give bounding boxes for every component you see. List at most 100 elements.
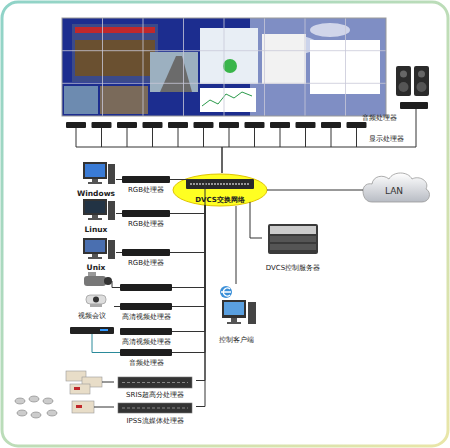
- pc-screen: [85, 240, 105, 252]
- node-label: 显示处理器: [369, 135, 404, 143]
- vehicle-image: [100, 86, 148, 114]
- network-link: [114, 306, 120, 307]
- conference-camera: [86, 295, 106, 304]
- pc-tower: [108, 240, 115, 259]
- display-processor: [194, 122, 214, 128]
- dvd-light: [100, 329, 108, 331]
- node-label: 音频处理器: [129, 359, 164, 367]
- processor-icon: [122, 210, 170, 217]
- proc-node: RGB处理器: [122, 248, 170, 267]
- switch-node: DVCS交换网络: [172, 172, 268, 208]
- network-link: [172, 205, 205, 307]
- proc-node: 高清视频处理器: [120, 327, 172, 346]
- node-label: RGB处理器: [128, 259, 164, 267]
- pc-node: Unix: [76, 236, 116, 272]
- audio-wire: [416, 109, 417, 122]
- dvd-player: [70, 327, 114, 334]
- pc-monitor: [83, 238, 107, 254]
- speaker-cone: [399, 82, 409, 92]
- switch-ports: [190, 183, 250, 185]
- display-processor: [321, 122, 341, 128]
- pc-node: Linux: [76, 198, 116, 234]
- device-light: [74, 387, 80, 390]
- pc-stand: [92, 215, 98, 218]
- processor-icon: [120, 349, 172, 356]
- display-processor: [168, 122, 188, 128]
- processor-icon: [120, 328, 172, 335]
- network-link: [116, 179, 122, 180]
- node-label: Windows: [77, 190, 115, 198]
- proc-node: RGB处理器: [122, 209, 170, 228]
- display-bus: [76, 128, 357, 147]
- display-processor: [66, 122, 86, 128]
- display-processor: [270, 122, 290, 128]
- network-link: [222, 122, 416, 173]
- display-processor: [143, 122, 163, 128]
- highway-road: [160, 56, 192, 92]
- processor-icon: [122, 176, 170, 183]
- wall-grid: [62, 18, 386, 116]
- lefttext-node: 音频处理器: [360, 100, 432, 122]
- network-link: [170, 205, 205, 214]
- node-label: DVCS控制服务器: [266, 264, 320, 272]
- pc-monitor: [83, 199, 107, 215]
- ip-camera: [43, 398, 53, 404]
- node-label: LAN: [385, 186, 403, 196]
- client-node: 控制客户端: [212, 284, 260, 344]
- network-link: [116, 252, 122, 253]
- display-processor: [347, 122, 367, 128]
- camera-wire: [112, 281, 205, 288]
- camera-lens: [104, 277, 112, 285]
- camera-switch: [72, 401, 94, 413]
- meeting-image: [72, 24, 158, 82]
- pc-stand: [92, 179, 98, 182]
- status-circle: [223, 59, 237, 73]
- pc-monitor: [83, 162, 107, 179]
- processor-icon: [120, 303, 172, 310]
- band-node: 显示处理器: [60, 119, 408, 147]
- pc-node: Windows: [76, 160, 116, 198]
- processor-icon: [120, 284, 172, 291]
- network-link: [250, 202, 262, 238]
- display-processor: [245, 122, 265, 128]
- pc-stand: [92, 254, 98, 257]
- ip-camera: [29, 396, 39, 402]
- pc-monitor: [222, 300, 246, 318]
- node-label: SRIS超高分处理器: [126, 391, 184, 399]
- node-label: 音频处理器: [362, 114, 397, 122]
- software-window: [200, 28, 258, 84]
- network-link: [116, 213, 122, 214]
- browser-icon: [220, 286, 232, 298]
- cloud-shape: [363, 173, 429, 202]
- processor-icon: [122, 249, 170, 256]
- node-label: 高清视频处理器: [122, 338, 171, 346]
- pc-screen: [85, 164, 105, 177]
- network-link: [170, 205, 205, 253]
- speaker-cone: [400, 71, 407, 78]
- highlight-ellipse-shape: [173, 174, 267, 206]
- chart-window: [200, 88, 256, 112]
- cam-node: 视频会议: [70, 294, 114, 320]
- wall-border: [62, 18, 386, 116]
- software-window: [262, 34, 306, 84]
- node-label: RGB处理器: [128, 186, 164, 194]
- pc-screen: [224, 302, 244, 315]
- ip-camera: [17, 410, 27, 416]
- node-label: 控制客户端: [219, 336, 254, 344]
- ip-camera: [31, 412, 41, 418]
- audio-processor-icon: [400, 102, 428, 109]
- node-label: 视频会议: [78, 312, 106, 320]
- network-link: [172, 205, 205, 332]
- display-processor: [296, 122, 316, 128]
- highway-image: [150, 52, 198, 92]
- browser-mark: [221, 288, 231, 296]
- network-link: [222, 147, 223, 173]
- software-window: [310, 40, 380, 94]
- speaker-cone: [418, 71, 425, 78]
- node-label: 高清视频处理器: [122, 313, 171, 321]
- speaker: [396, 66, 411, 96]
